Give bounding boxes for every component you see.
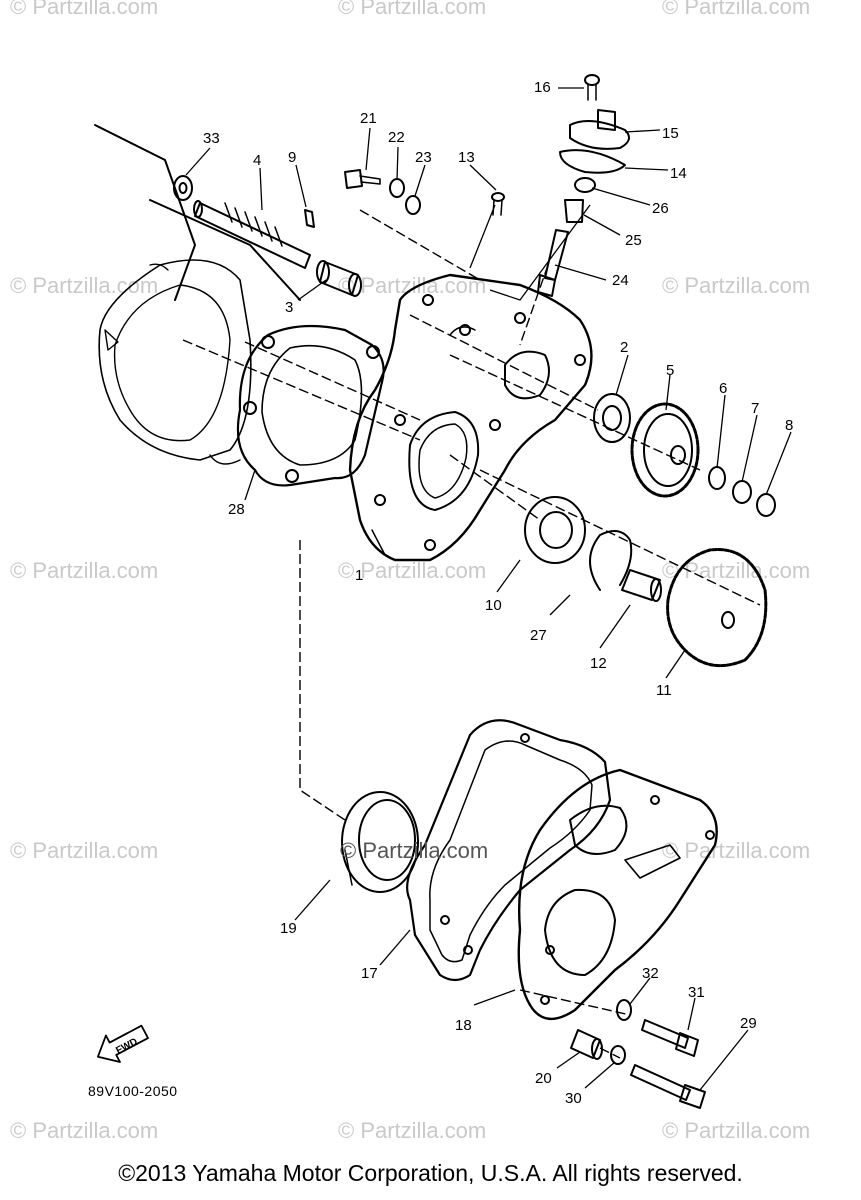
engine-case-outline [94,124,301,465]
part-label-24: 24 [612,272,629,289]
part-label-10: 10 [485,597,502,614]
washer-22 [389,178,405,198]
bolt-29 [630,1064,706,1109]
seal-14 [559,149,626,174]
watermark: © Partzilla.com [10,1118,159,1143]
oil-seal-19 [341,791,419,893]
part-labels: 1 2 3 4 5 6 7 8 9 10 11 12 13 14 15 16 1… [114,79,793,1107]
part-label-27: 27 [530,627,547,644]
part-label-3: 3 [285,299,293,316]
plate-15 [569,109,630,150]
watermark: © Partzilla.com [662,273,811,298]
part-label-12: 12 [590,655,607,672]
gasket-28 [236,324,385,487]
part-label-23: 23 [415,149,432,166]
fwd-label: FWD [114,1036,139,1056]
part-label-1: 1 [355,567,363,584]
part-label-22: 22 [388,129,405,146]
gear-11 [666,548,768,668]
part-label-4: 4 [253,152,261,169]
washer-33 [173,175,193,201]
collar-3 [316,260,362,297]
part-label-8: 8 [785,417,793,434]
assembly-lines [182,209,761,1059]
watermark: © Partzilla.com [338,558,487,583]
part-label-26: 26 [652,200,669,217]
gear-5 [630,402,700,498]
part-label-33: 33 [203,130,220,147]
part-label-13: 13 [458,149,475,166]
fwd-arrow-icon [97,1024,149,1063]
washer-30 [610,1045,626,1065]
washer-32 [616,999,632,1021]
leader-lines [185,87,792,1091]
part-label-18: 18 [455,1017,472,1034]
part-label-31: 31 [688,984,705,1001]
circlip-6 [708,466,726,490]
watermark: © Partzilla.com [338,0,487,19]
part-label-17: 17 [361,965,378,982]
cover-18 [517,768,718,1020]
circlip-27 [589,530,633,591]
clip-8 [756,493,776,517]
washer-23 [405,195,421,215]
part-label-30: 30 [565,1090,582,1107]
part-label-9: 9 [288,149,296,166]
part-label-29: 29 [740,1015,757,1032]
part-26 [574,177,596,193]
pump-housing-1 [348,273,593,562]
part-label-5: 5 [666,362,674,379]
part-label-19: 19 [280,920,297,937]
part-label-15: 15 [662,125,679,142]
center-watermark: © Partzilla.com [340,838,489,863]
watermark: © Partzilla.com [10,0,159,19]
part-label-16: 16 [534,79,551,96]
watermark: © Partzilla.com [338,1118,487,1143]
pin-9 [304,209,315,228]
watermark: © Partzilla.com [662,838,811,863]
part-label-25: 25 [625,232,642,249]
bearing-2 [593,393,631,443]
diagram-code: 89V100-2050 [88,1083,178,1099]
screw-13 [491,192,505,216]
bolt-21 [344,169,381,189]
screw-16 [584,74,600,101]
part-label-2: 2 [620,339,628,356]
pin-12 [621,569,662,602]
bushing-25 [564,199,584,223]
part-label-32: 32 [642,965,659,982]
part-label-14: 14 [670,165,687,182]
shaft-4 [193,200,311,269]
bolt-31 [641,1019,699,1057]
bearing-10 [524,496,586,564]
gasket-17 [406,719,612,982]
part-label-11: 11 [656,682,672,699]
part-label-21: 21 [360,110,377,127]
copyright-notice: ©2013 Yamaha Motor Corporation, U.S.A. A… [118,1160,743,1186]
part-label-28: 28 [228,501,245,518]
washer-7 [732,480,752,504]
part-label-6: 6 [719,380,727,397]
part-label-20: 20 [535,1070,552,1087]
watermark: © Partzilla.com [10,838,159,863]
watermark: © Partzilla.com [662,0,811,19]
watermark: © Partzilla.com [10,558,159,583]
watermark: © Partzilla.com [662,1118,811,1143]
watermark: © Partzilla.com [10,273,159,298]
part-label-7: 7 [751,400,759,417]
